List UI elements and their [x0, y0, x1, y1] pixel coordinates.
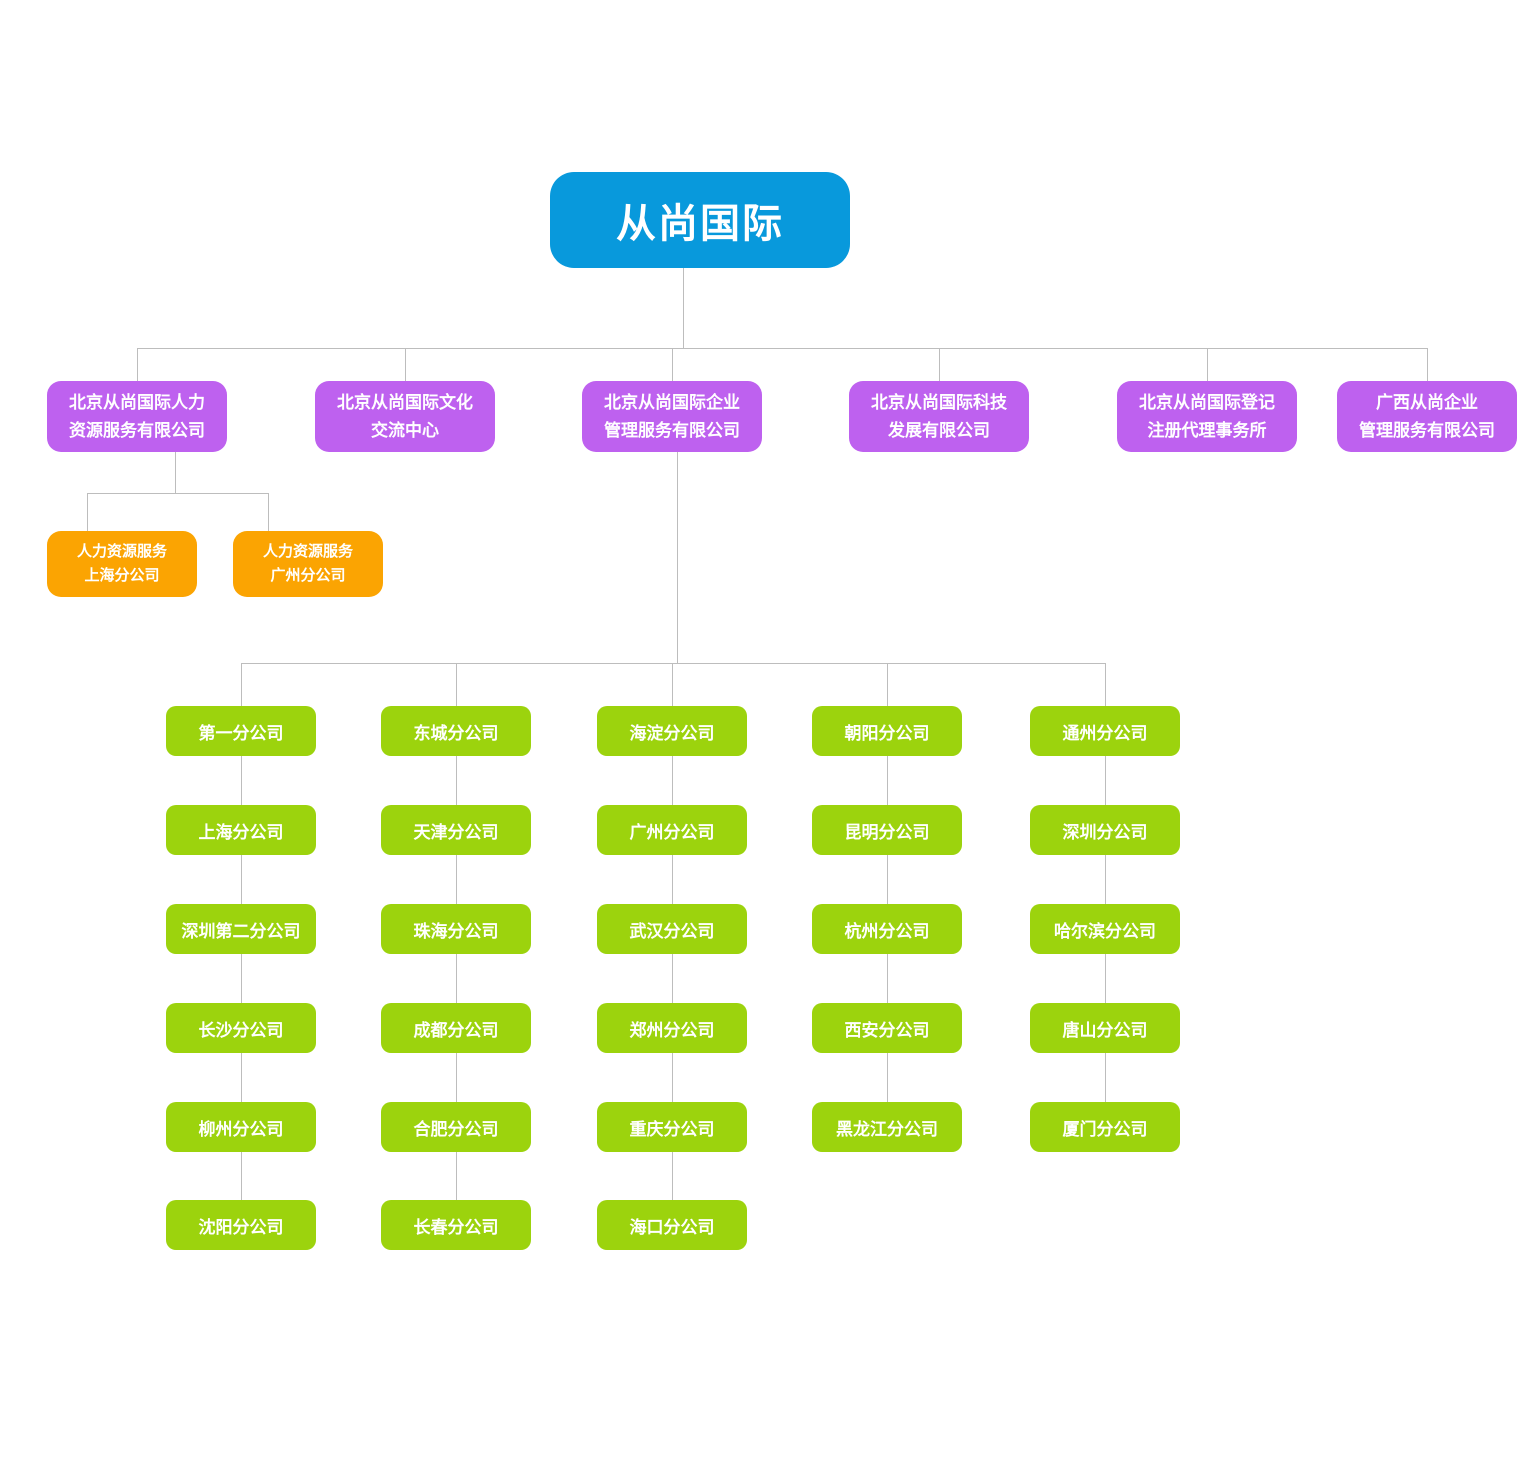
org-node-branch-c4r2: 昆明分公司 — [812, 805, 962, 855]
connector-hr-down — [175, 452, 176, 493]
org-node-branch-c2r3: 珠海分公司 — [381, 904, 531, 954]
org-node-branch-c5r1: 通州分公司 — [1030, 706, 1180, 756]
org-node-branch-c4r1: 朝阳分公司 — [812, 706, 962, 756]
org-node-branch-c5r4: 唐山分公司 — [1030, 1003, 1180, 1053]
org-node-branch-c5r3: 哈尔滨分公司 — [1030, 904, 1180, 954]
connector-hr-bus — [87, 493, 268, 494]
org-node-branch-c1r3: 深圳第二分公司 — [166, 904, 316, 954]
org-node-branch-c3r2: 广州分公司 — [597, 805, 747, 855]
connector-stub-subsidiary-5 — [1207, 348, 1208, 381]
org-node-subsidiary-5: 北京从尚国际登记 注册代理事务所 — [1117, 381, 1297, 452]
connector-stub-hr-1 — [87, 493, 88, 531]
org-node-branch-c3r3: 武汉分公司 — [597, 904, 747, 954]
org-node-branch-c4r4: 西安分公司 — [812, 1003, 962, 1053]
org-node-branch-c5r5: 厦门分公司 — [1030, 1102, 1180, 1152]
org-node-hr-shanghai: 人力资源服务 上海分公司 — [47, 531, 197, 597]
org-node-branch-c1r1: 第一分公司 — [166, 706, 316, 756]
org-node-branch-c2r5: 合肥分公司 — [381, 1102, 531, 1152]
connector-stub-subsidiary-3 — [672, 348, 673, 381]
org-node-branch-c1r6: 沈阳分公司 — [166, 1200, 316, 1250]
connector-root-down — [683, 268, 684, 348]
org-node-subsidiary-6: 广西从尚企业 管理服务有限公司 — [1337, 381, 1517, 452]
org-node-branch-c3r5: 重庆分公司 — [597, 1102, 747, 1152]
org-node-branch-c3r1: 海淀分公司 — [597, 706, 747, 756]
connector-branches-down — [677, 452, 678, 663]
org-node-subsidiary-3: 北京从尚国际企业 管理服务有限公司 — [582, 381, 762, 452]
connector-stub-subsidiary-6 — [1427, 348, 1428, 381]
connector-stub-hr-2 — [268, 493, 269, 531]
org-node-root: 从尚国际 — [550, 172, 850, 268]
org-node-branch-c5r2: 深圳分公司 — [1030, 805, 1180, 855]
connector-branches-bus — [241, 663, 1105, 664]
org-node-branch-c2r1: 东城分公司 — [381, 706, 531, 756]
connector-column-5 — [1105, 663, 1106, 1102]
connector-column-4 — [887, 663, 888, 1102]
org-node-branch-c2r2: 天津分公司 — [381, 805, 531, 855]
org-node-hr-guangzhou: 人力资源服务 广州分公司 — [233, 531, 383, 597]
connector-stub-subsidiary-1 — [137, 348, 138, 381]
org-node-subsidiary-1: 北京从尚国际人力 资源服务有限公司 — [47, 381, 227, 452]
org-node-branch-c1r5: 柳州分公司 — [166, 1102, 316, 1152]
org-node-branch-c2r4: 成都分公司 — [381, 1003, 531, 1053]
org-node-branch-c1r2: 上海分公司 — [166, 805, 316, 855]
org-node-branch-c3r4: 郑州分公司 — [597, 1003, 747, 1053]
connector-level2-bus — [137, 348, 1427, 349]
org-node-branch-c4r5: 黑龙江分公司 — [812, 1102, 962, 1152]
org-node-branch-c1r4: 长沙分公司 — [166, 1003, 316, 1053]
org-node-branch-c4r3: 杭州分公司 — [812, 904, 962, 954]
connector-stub-subsidiary-2 — [405, 348, 406, 381]
connector-stub-subsidiary-4 — [939, 348, 940, 381]
org-node-branch-c3r6: 海口分公司 — [597, 1200, 747, 1250]
org-node-branch-c2r6: 长春分公司 — [381, 1200, 531, 1250]
org-node-subsidiary-4: 北京从尚国际科技 发展有限公司 — [849, 381, 1029, 452]
org-node-subsidiary-2: 北京从尚国际文化 交流中心 — [315, 381, 495, 452]
